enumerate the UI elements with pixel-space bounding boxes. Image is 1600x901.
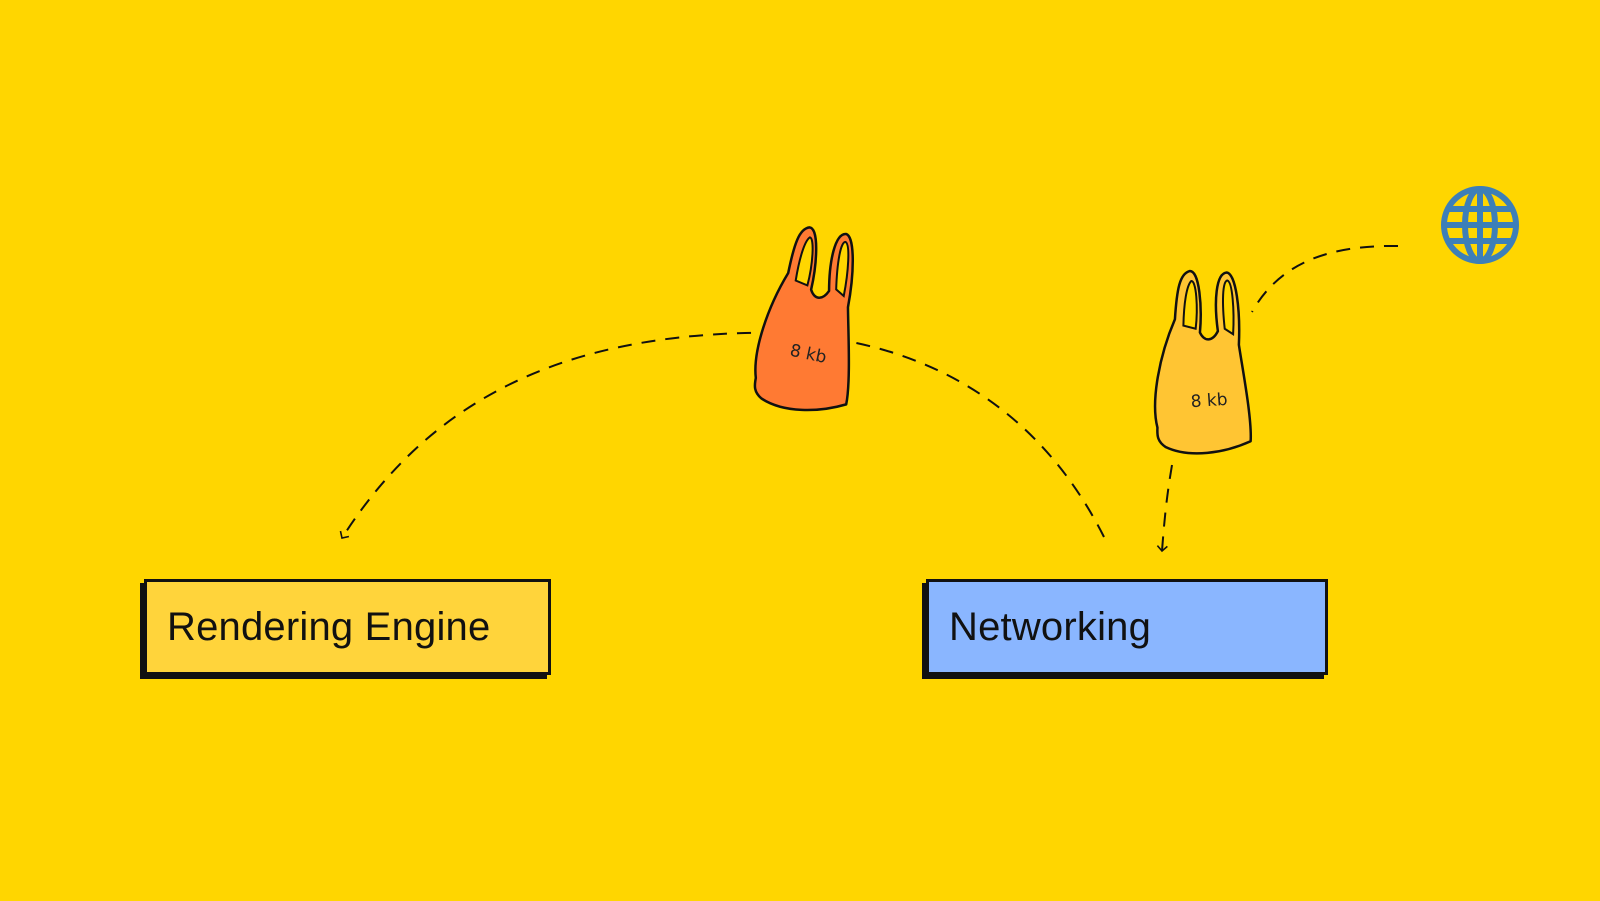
arc-networking-to-rendering <box>339 331 1105 539</box>
packet-bag-arriving: 8 kb <box>1153 269 1253 455</box>
packet-bag-transit: 8 kb <box>753 226 854 412</box>
arrow-into-networking <box>1156 464 1173 553</box>
rendering-engine-label: Rendering Engine <box>167 604 491 649</box>
arc-globe-to-networking <box>1251 244 1399 313</box>
globe-icon <box>1441 186 1519 264</box>
networking-box: Networking <box>926 579 1328 675</box>
networking-label: Networking <box>949 604 1152 649</box>
packet-size-label: 8 kb <box>1190 390 1228 413</box>
rendering-engine-box: Rendering Engine <box>144 579 551 675</box>
